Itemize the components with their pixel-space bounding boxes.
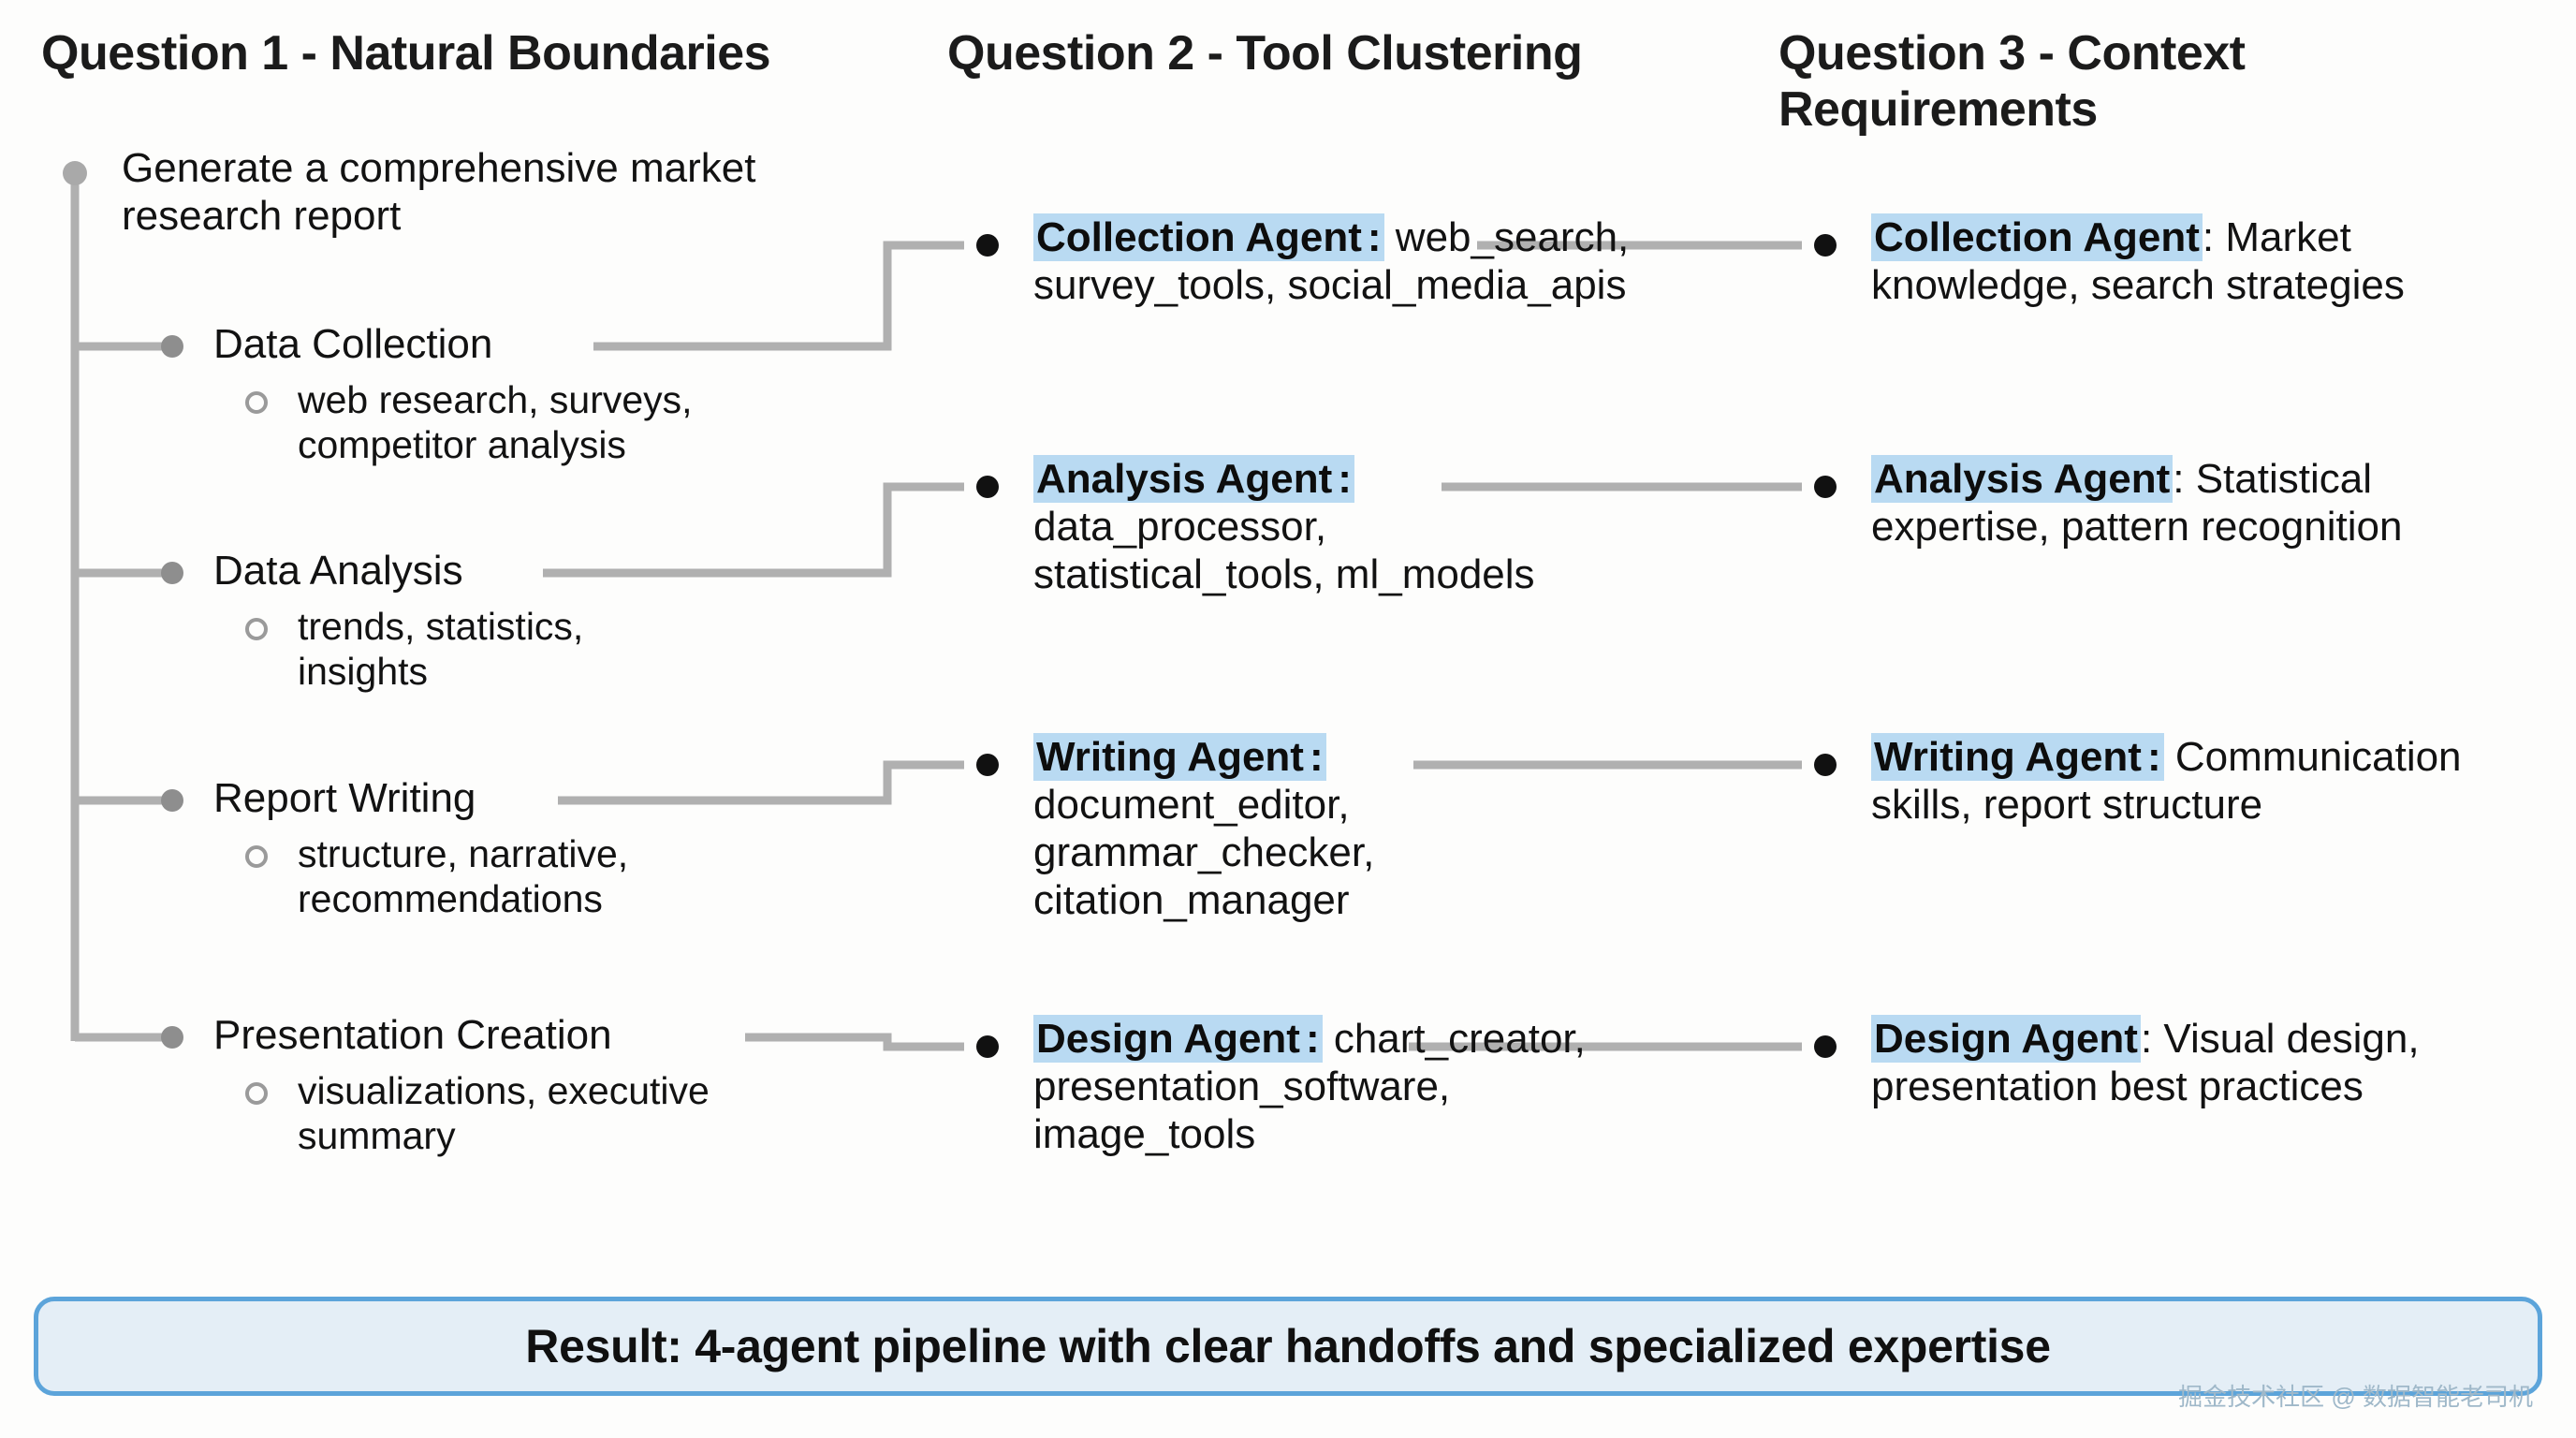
result-banner-text: Result: 4-agent pipeline with clear hand… [525,1320,2051,1372]
tree-branch-label-2: Data Analysis [213,548,463,594]
context-bullet-design [1814,1035,1837,1058]
column-heading-question-2: Question 2 - Tool Clustering [947,26,1583,81]
tree-branch-label-3: Report Writing [213,775,476,821]
tool-agent-separator-collection: : [1364,213,1384,261]
context-agent-detail-design: Visual design, presentation best practic… [1871,1016,2420,1110]
tool-entry-analysis: Analysis Agent: data_processor, statisti… [1033,455,1614,598]
context-agent-detail-collection: Market knowledge, search strategies [1871,214,2405,309]
context-agent-separator-analysis: : [2173,456,2185,502]
tool-agent-name-collection: Collection Agent [1033,213,1365,261]
tree-branch-bullet-1 [161,335,183,358]
column-heading-question-1: Question 1 - Natural Boundaries [41,26,771,81]
context-agent-separator-collection: : [2202,214,2215,260]
context-entry-writing: Writing Agent: Communication skills, rep… [1871,733,2489,829]
tree-branch-bullet-4 [161,1026,183,1049]
result-banner: Result: 4-agent pipeline with clear hand… [34,1297,2542,1396]
tree-leaf-bullet-1 [245,391,268,414]
tree-leaf-label-1: web research, surveys, competitor analys… [298,378,693,466]
tool-agent-name-writing: Writing Agent [1033,733,1307,781]
tree-leaf-label-4: visualizations, executive summary [298,1069,710,1157]
tool-bullet-analysis [976,476,999,498]
tool-agent-detail-analysis: data_processor, statistical_tools, ml_mo… [1033,504,1535,598]
context-agent-name-collection: Collection Agent [1871,213,2203,261]
link-collection [593,241,964,351]
context-agent-detail-analysis: Statistical expertise, pattern recogniti… [1871,456,2403,550]
tool-bullet-writing [976,754,999,776]
link-writing [558,760,964,805]
tree-leaf-bullet-2 [245,618,268,640]
tree-branch-label-1: Data Collection [213,321,493,367]
tree-branch-label-4: Presentation Creation [213,1012,612,1058]
tree-leaf-label-2: trends, statistics, insights [298,605,584,693]
tool-agent-detail-design: chart_creator, presentation_software, im… [1033,1016,1586,1158]
tool-agent-separator-design: : [1302,1015,1323,1063]
tool-agent-name-analysis: Analysis Agent [1033,455,1336,503]
tool-entry-collection: Collection Agent: web_search, survey_too… [1033,213,1670,309]
tool-agent-name-design: Design Agent [1033,1015,1303,1063]
context-agent-separator-writing: : [2144,733,2164,781]
context-bullet-collection [1814,234,1837,257]
tool-agent-detail-collection: web_search, survey_tools, social_media_a… [1033,214,1630,309]
context-entry-analysis: Analysis Agent: Statistical expertise, p… [1871,455,2526,550]
tree-branch-bullet-2 [161,562,183,584]
context-agent-separator-design: : [2140,1016,2153,1062]
context-entry-design: Design Agent: Visual design, presentatio… [1871,1015,2508,1110]
tree-branch-bullet-3 [161,789,183,812]
tree-leaf-bullet-4 [245,1082,268,1105]
tree-leaf-label-3: structure, narrative, recommendations [298,832,629,920]
tool-bullet-collection [976,234,999,257]
context-bullet-analysis [1814,476,1837,498]
tree-leaf-bullet-3 [245,845,268,868]
tree-root-label: Generate a comprehensive market research… [122,145,756,239]
tool-bullet-design [976,1035,999,1058]
context-agent-detail-writing: Communication skills, report structure [1871,734,2462,829]
context-agent-name-analysis: Analysis Agent [1871,455,2174,503]
watermark-text: 掘金技术社区 @ 数据智能老司机 [2178,1383,2533,1411]
tool-entry-design: Design Agent: chart_creator, presentatio… [1033,1015,1679,1158]
tool-entry-writing: Writing Agent: document_editor, grammar_… [1033,733,1651,924]
tool-agent-detail-writing: document_editor, grammar_checker, citati… [1033,782,1375,924]
column-heading-question-3: Question 3 - Context Requirements [1778,26,2246,137]
context-bullet-writing [1814,754,1837,776]
tool-agent-separator-writing: : [1306,733,1326,781]
tool-agent-separator-analysis: : [1335,455,1354,503]
context-agent-name-writing: Writing Agent [1871,733,2144,781]
context-entry-collection: Collection Agent: Market knowledge, sear… [1871,213,2508,309]
tree-root-bullet [63,161,87,185]
context-agent-name-design: Design Agent [1871,1015,2141,1063]
